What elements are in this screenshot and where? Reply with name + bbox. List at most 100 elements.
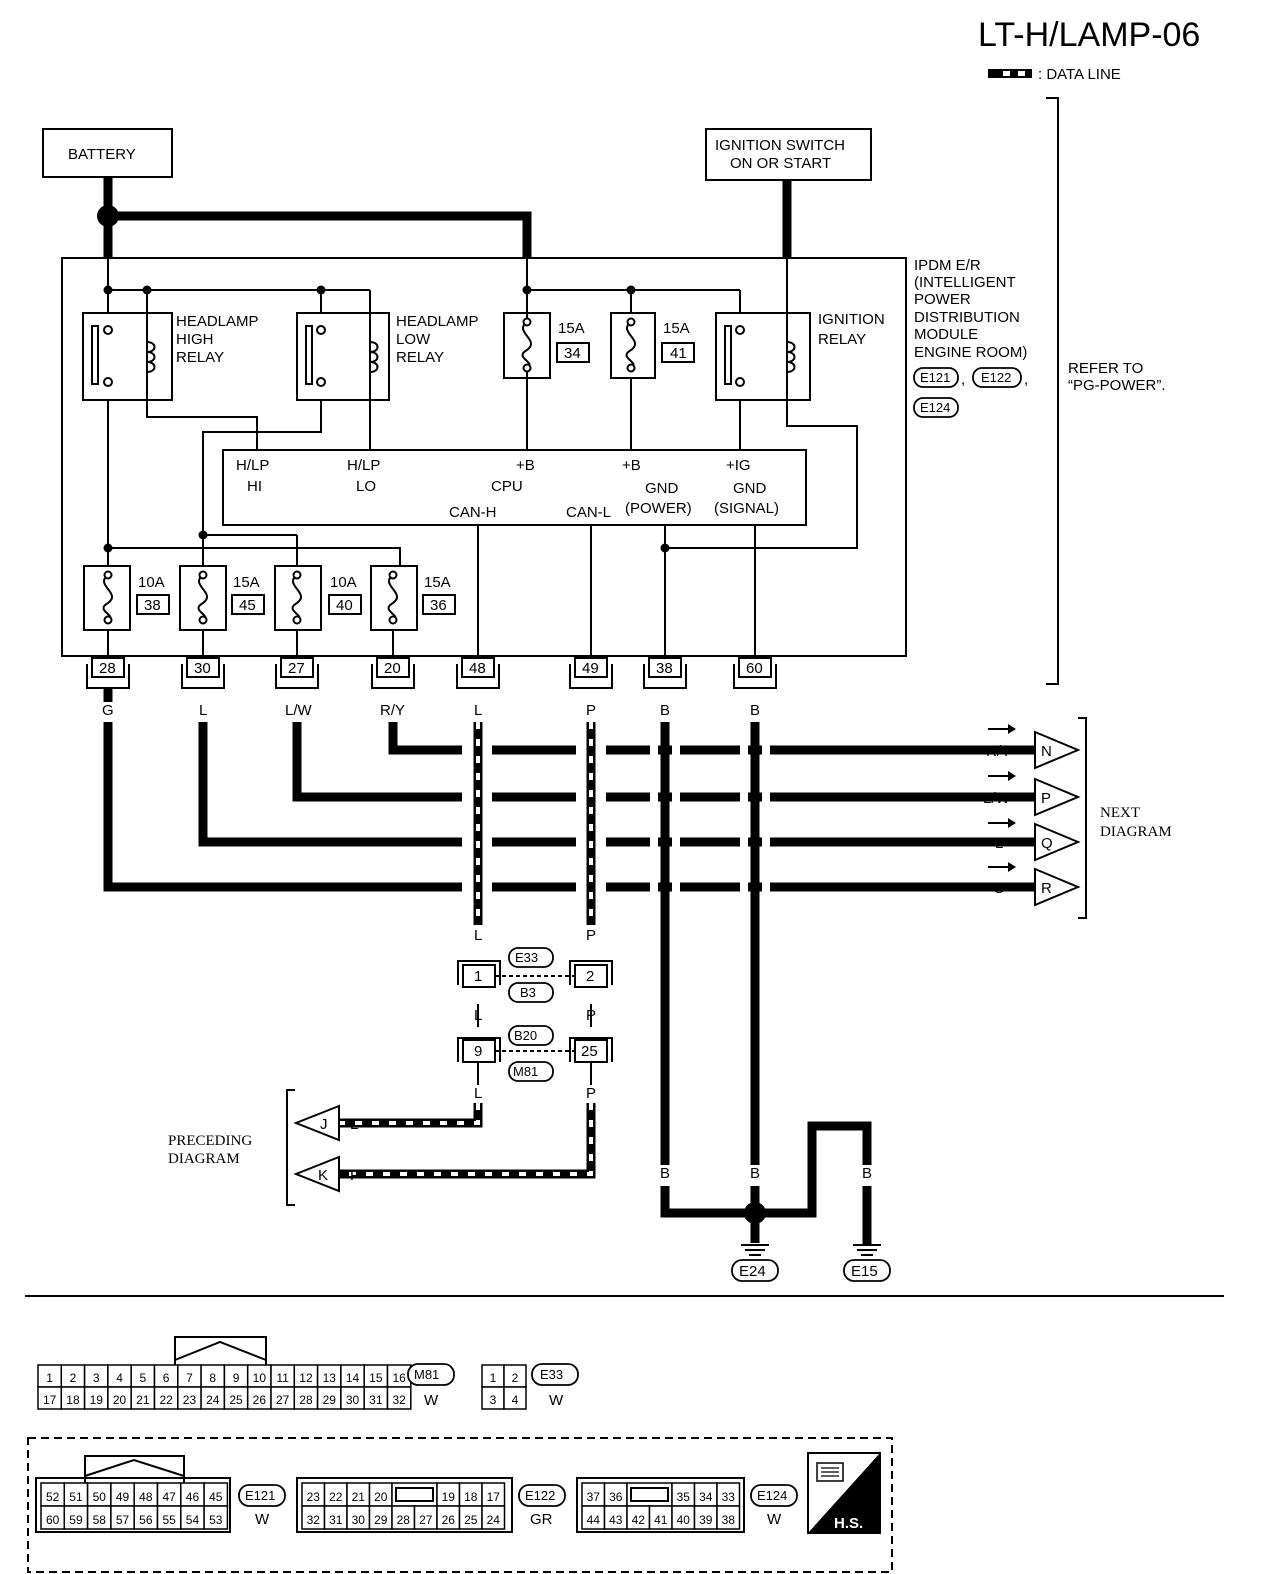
svg-text:E15: E15 [851, 1263, 878, 1280]
terminal-number: 18 [66, 1393, 80, 1407]
fuse-41: 15A 41 [610, 312, 695, 379]
terminal-number: 6 [163, 1371, 170, 1385]
svg-text:GND: GND [733, 480, 767, 497]
svg-text:W: W [767, 1511, 782, 1528]
svg-text:(INTELLIGENT: (INTELLIGENT [914, 274, 1016, 291]
next-arrow-n: R/Y N [986, 724, 1081, 770]
terminal-number: 29 [323, 1393, 337, 1407]
terminal-cell [386, 1386, 412, 1410]
svg-text:L: L [474, 702, 482, 719]
terminal-number: 17 [487, 1490, 501, 1504]
svg-text:P: P [586, 1085, 596, 1102]
terminal-number: 21 [352, 1490, 366, 1504]
svg-text:25: 25 [581, 1043, 598, 1060]
svg-text:Q: Q [1041, 835, 1053, 852]
svg-text:P: P [350, 1167, 360, 1184]
svg-text:P: P [1041, 790, 1051, 807]
svg-text:H/LP: H/LP [236, 457, 269, 474]
svg-text:H/LP: H/LP [347, 457, 380, 474]
terminal-number: 25 [229, 1393, 243, 1407]
terminal-number: 22 [329, 1490, 343, 1504]
svg-text:RELAY: RELAY [176, 349, 224, 366]
terminal-number: 20 [113, 1393, 127, 1407]
svg-text:G: G [102, 702, 114, 719]
next-diagram-line2: DIAGRAM [1100, 824, 1172, 840]
terminal-number: 49 [116, 1490, 130, 1504]
next-diagram-arrows: R/Y N L/W P L Q G R NEXT DIAGRAM [983, 717, 1172, 919]
terminal-number: 45 [209, 1490, 223, 1504]
svg-text:L/W: L/W [983, 790, 1011, 807]
hs-badge: H.S. [807, 1452, 881, 1534]
svg-text:CAN-L: CAN-L [566, 504, 611, 521]
refer-to-line2: “PG-POWER”. [1068, 377, 1166, 394]
svg-text:W: W [255, 1511, 270, 1528]
terminal-number: 17 [43, 1393, 57, 1407]
svg-text:W: W [424, 1392, 439, 1409]
terminal-number: 51 [69, 1490, 83, 1504]
svg-text:40: 40 [336, 597, 353, 614]
svg-text:P: P [586, 702, 596, 719]
terminal-number: 30 [346, 1393, 360, 1407]
terminal-number: 41 [654, 1513, 668, 1527]
svg-text:E121: E121 [245, 1488, 275, 1503]
svg-text:LO: LO [356, 478, 376, 495]
terminal-number: 37 [587, 1490, 601, 1504]
svg-text:L: L [995, 835, 1003, 852]
connector-e124-tag: E124 W [750, 1484, 798, 1528]
ipdm-connectors: E121 , E122 , E124 [913, 367, 1028, 418]
svg-text:J: J [320, 1116, 328, 1133]
svg-text:P: P [586, 1007, 596, 1024]
terminal-number: 10 [253, 1371, 267, 1385]
svg-text:L: L [474, 1085, 482, 1102]
svg-text:B20: B20 [514, 1028, 537, 1043]
svg-text:LOW: LOW [396, 331, 431, 348]
headlamp-low-relay: HEADLAMP LOW RELAY [296, 312, 479, 401]
battery-label: BATTERY [68, 146, 136, 163]
svg-text:B: B [807, 1165, 817, 1182]
terminal-number: 13 [323, 1371, 337, 1385]
svg-text:15A: 15A [233, 574, 260, 591]
terminal-number: 44 [587, 1513, 601, 1527]
connector-e122-tag: E122 GR [518, 1484, 566, 1528]
terminal-number: 19 [90, 1393, 104, 1407]
svg-text:L: L [474, 1007, 482, 1024]
terminal-number: 60 [46, 1513, 60, 1527]
svg-text:N: N [1041, 743, 1052, 760]
svg-text:10A: 10A [138, 574, 165, 591]
svg-text:R/Y: R/Y [986, 743, 1011, 760]
svg-text:PRECEDING: PRECEDING [168, 1133, 252, 1149]
page-title: LT-H/LAMP-06 [978, 16, 1200, 54]
terminal-number: 1 [46, 1371, 53, 1385]
svg-text:HI: HI [247, 478, 262, 495]
cpu-labels: H/LP HI H/LP LO +B CPU +B +IG CAN-H CAN-… [236, 457, 779, 521]
ignition-switch-box [705, 128, 872, 181]
svg-text:15A: 15A [558, 320, 585, 337]
next-diagram-line1: NEXT [1100, 805, 1140, 821]
terminal-number: 3 [490, 1393, 497, 1407]
svg-text:DIAGRAM: DIAGRAM [168, 1151, 240, 1167]
terminal-number: 48 [139, 1490, 153, 1504]
svg-text:30: 30 [194, 660, 211, 677]
terminal-number: 11 [276, 1371, 289, 1385]
terminal-number: 19 [442, 1490, 456, 1504]
headlamp-high-relay: HEADLAMP HIGH RELAY [82, 312, 259, 401]
svg-text:,: , [961, 371, 965, 388]
terminal-number: 38 [722, 1513, 736, 1527]
svg-text:1: 1 [474, 968, 482, 985]
svg-text:49: 49 [582, 660, 599, 677]
svg-text:CPU: CPU [491, 478, 523, 495]
svg-text:(SIGNAL): (SIGNAL) [714, 500, 779, 517]
svg-text:B: B [660, 1165, 670, 1182]
legend: : DATA LINE [988, 66, 1121, 83]
terminal-number: 2 [70, 1371, 77, 1385]
terminal-number: 15 [369, 1371, 383, 1385]
terminal-number: 23 [183, 1393, 197, 1407]
terminal-number: 3 [93, 1371, 100, 1385]
terminal-number: 16 [392, 1371, 406, 1385]
terminal-number: 1 [490, 1371, 497, 1385]
svg-text:MODULE: MODULE [914, 326, 978, 343]
terminal-number: 21 [136, 1393, 150, 1407]
